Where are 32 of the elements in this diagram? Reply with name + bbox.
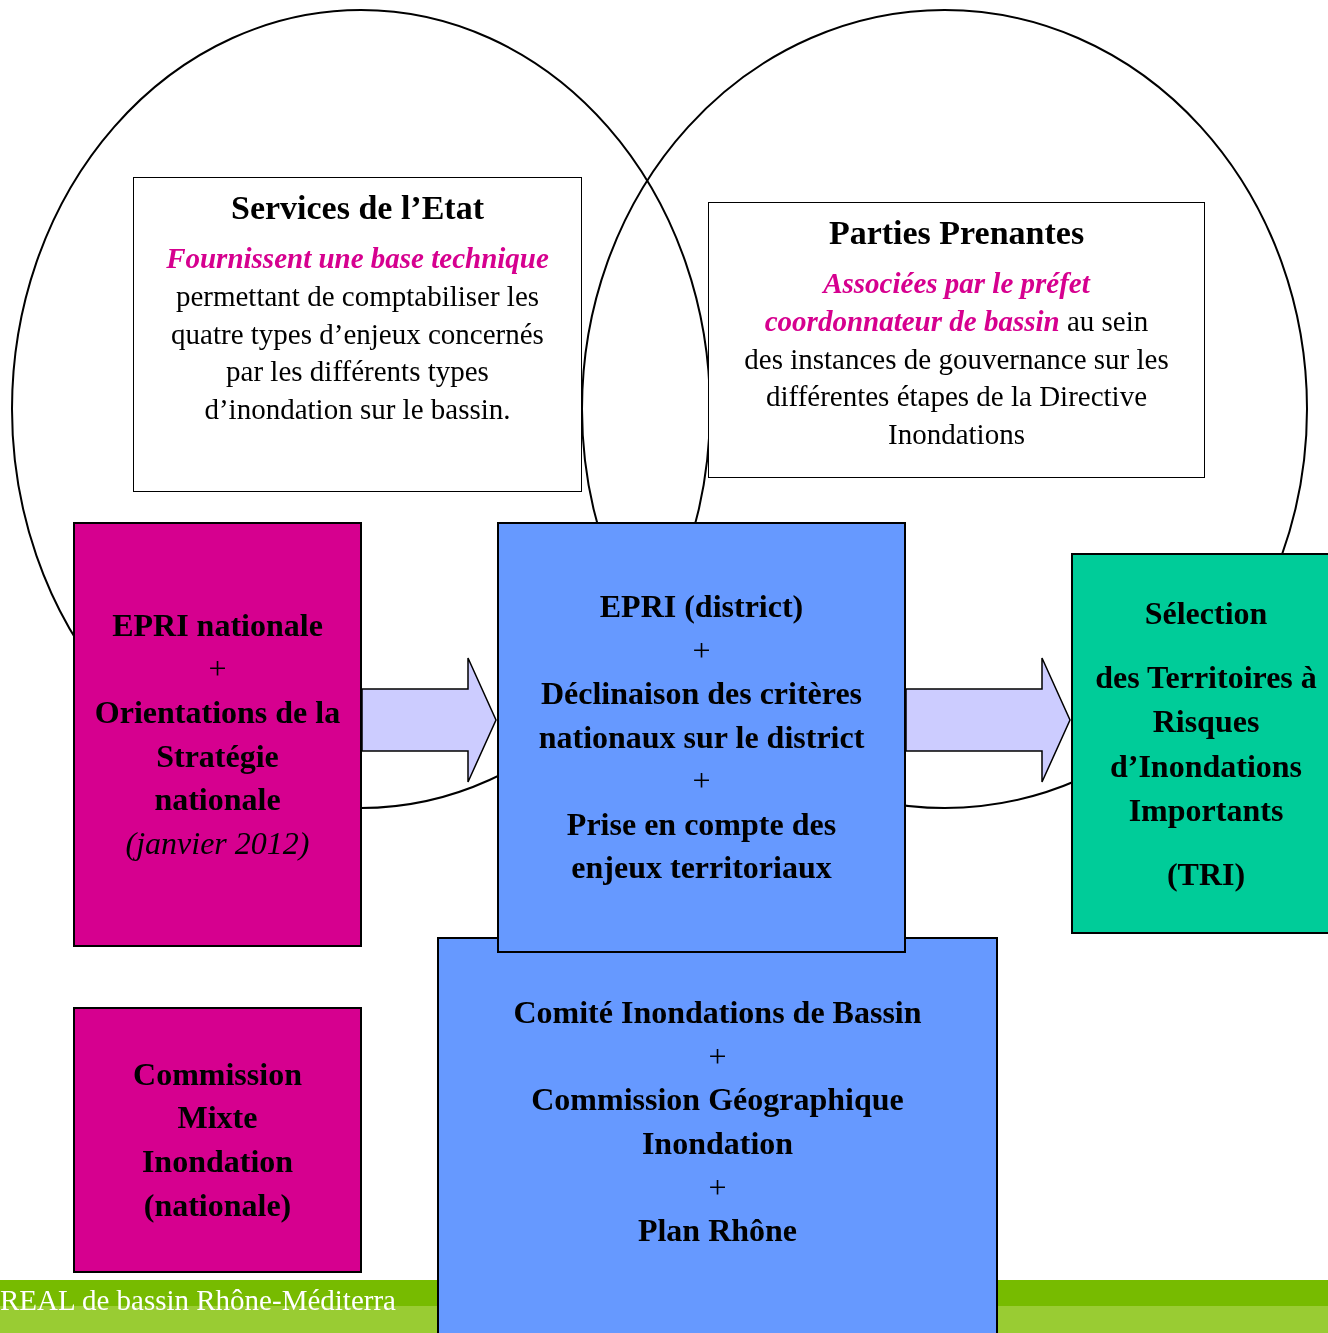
text-box bbox=[133, 177, 582, 492]
box-text: (TRI) bbox=[1166, 854, 1246, 894]
box-heading: Services de l’Etat bbox=[230, 188, 484, 228]
process-box bbox=[73, 522, 362, 947]
box-text: Plan Rhône bbox=[637, 1211, 798, 1251]
plus-sign: + bbox=[692, 761, 711, 801]
process-box bbox=[1071, 553, 1328, 934]
box-text: EPRI (district) bbox=[599, 587, 804, 627]
block-arrow bbox=[361, 657, 497, 783]
plus-sign: + bbox=[692, 630, 711, 670]
box-text: Déclinaison des critères nationaux sur le district bbox=[537, 674, 866, 757]
box-description: Fournissent une base technique permettant de comptabiliser les quatre types d’enjeux concernés par les différents types d’inondation sur le bassin. bbox=[166, 241, 549, 427]
block-arrow bbox=[905, 657, 1071, 783]
box-text: Comité Inondations de Bassin bbox=[513, 993, 922, 1033]
box-text: Prise en compte des enjeux territoriaux bbox=[565, 804, 838, 888]
box-heading: Parties Prenantes bbox=[828, 213, 1085, 253]
footer-text: REAL de bassin Rhône-Méditerra bbox=[0, 1283, 396, 1317]
box-text: Commission Géographique Inondation bbox=[530, 1080, 905, 1163]
plus-sign: + bbox=[208, 649, 227, 689]
box-text: Commission Mixte Inondation (nationale) bbox=[132, 1054, 303, 1225]
process-box bbox=[437, 937, 998, 1333]
process-box bbox=[73, 1007, 362, 1273]
box-description: Associées par le préfet coordonnateur de bassin au sein des instances de gouvernance sur les différentes étapes de la Directive Inondations bbox=[743, 266, 1170, 452]
box-text: Sélection bbox=[1144, 594, 1268, 634]
box-text: des Territoires à Risques d’Inondations Importants bbox=[1094, 658, 1318, 830]
box-text: EPRI nationale bbox=[112, 605, 323, 645]
plus-sign: + bbox=[708, 1167, 727, 1207]
text-box bbox=[708, 202, 1205, 478]
date-note: (janvier 2012) bbox=[125, 823, 310, 863]
process-box bbox=[497, 522, 906, 953]
plus-sign: + bbox=[708, 1036, 727, 1076]
box-text: Orientations de la Stratégie nationale bbox=[93, 693, 342, 819]
